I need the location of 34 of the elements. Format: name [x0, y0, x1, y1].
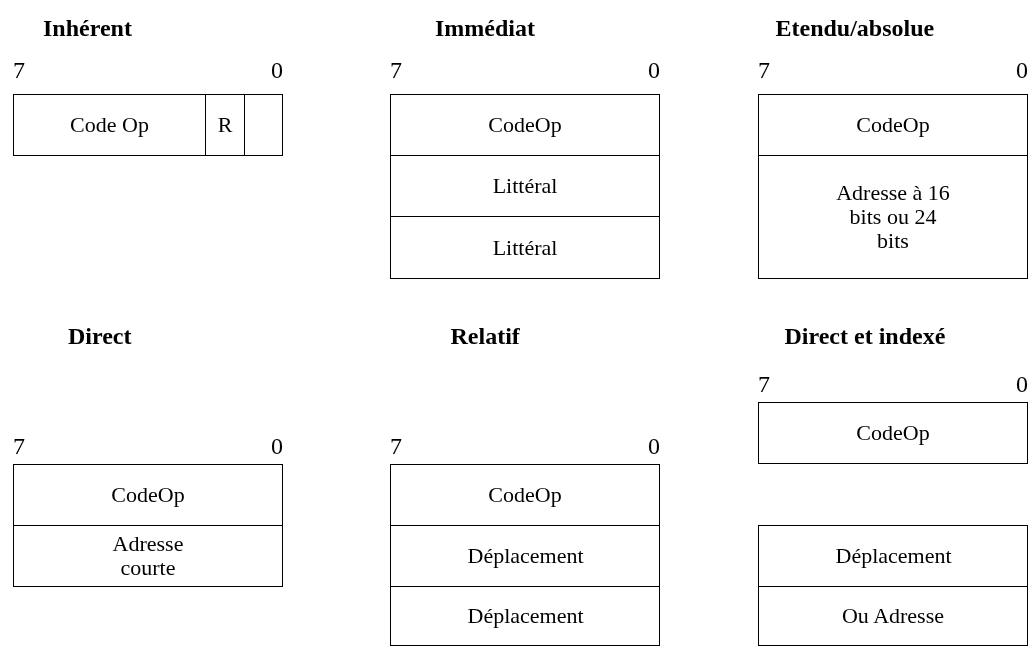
- field-box: CodeOp: [390, 464, 660, 526]
- field-box: Littéral: [390, 155, 660, 217]
- format-heading: Direct: [68, 322, 132, 350]
- bit-number: 0: [648, 56, 660, 84]
- format-heading: Inhérent: [43, 14, 132, 42]
- field-box: Ou Adresse: [758, 586, 1028, 646]
- field-box: Déplacement: [390, 525, 660, 587]
- field-box: CodeOp: [758, 94, 1028, 156]
- bit-number: 0: [271, 56, 283, 84]
- bit-number: 7: [758, 370, 770, 398]
- bit-number: 7: [390, 56, 402, 84]
- field-box: Déplacement: [390, 586, 660, 646]
- empty-field-box: [244, 94, 283, 156]
- field-box: Code Op: [13, 94, 206, 156]
- bit-number: 7: [13, 432, 25, 460]
- field-box: R: [205, 94, 245, 156]
- format-heading: Direct et indexé: [784, 322, 946, 350]
- bit-number: 7: [13, 56, 25, 84]
- bit-number: 0: [1016, 56, 1028, 84]
- bit-number: 7: [390, 432, 402, 460]
- field-box: CodeOp: [390, 94, 660, 156]
- format-heading: Relatif: [450, 322, 520, 350]
- format-heading: Etendu/absolue: [775, 14, 935, 42]
- field-box: CodeOp: [758, 402, 1028, 464]
- bit-number: 7: [758, 56, 770, 84]
- bit-number: 0: [648, 432, 660, 460]
- bit-number: 0: [1016, 370, 1028, 398]
- field-box: Littéral: [390, 216, 660, 279]
- field-box: Déplacement: [758, 525, 1028, 587]
- field-box: Adresse courte: [13, 525, 283, 587]
- field-box: CodeOp: [13, 464, 283, 526]
- bit-number: 0: [271, 432, 283, 460]
- format-heading: Immédiat: [435, 14, 535, 42]
- field-box: Adresse à 16 bits ou 24 bits: [758, 155, 1028, 279]
